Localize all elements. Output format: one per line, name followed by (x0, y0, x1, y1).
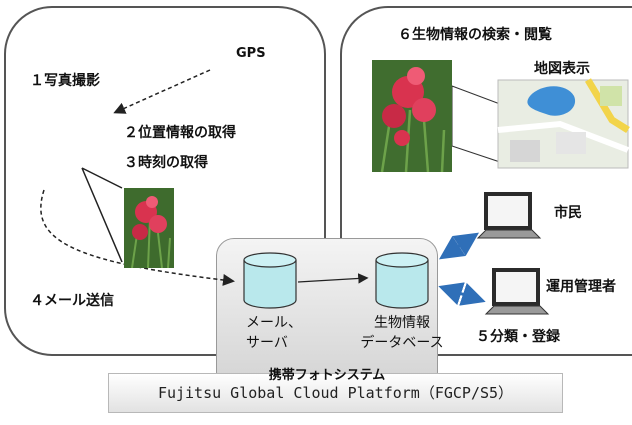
step-search-browse: ６生物情報の検索・閲覧 (398, 27, 552, 43)
cylinder-icon (375, 252, 429, 309)
cylinder-icon (243, 252, 297, 309)
cloud-platform-bar: Fujitsu Global Cloud Platform（FGCP/S5） (108, 373, 563, 413)
flower-photo-icon (372, 60, 452, 172)
citizen-label: 市民 (554, 205, 582, 221)
step-classify-register: ５分類・登録 (476, 329, 560, 345)
citizen-link-arrow (439, 232, 479, 260)
laptop-icon (484, 268, 550, 315)
mail-send-arrow (40, 189, 235, 286)
map-callout-bubble (451, 85, 501, 163)
server-to-db-arrow (297, 273, 369, 284)
step-take-photo: １写真撮影 (30, 73, 100, 89)
map-icon (497, 78, 630, 169)
step-get-location: ２位置情報の取得 (124, 125, 236, 141)
gps-label: GPS (236, 46, 266, 61)
mail-server-label: メール、 サーバ (246, 315, 302, 351)
step-send-mail: ４メール送信 (30, 293, 114, 309)
admin-label: 運用管理者 (546, 279, 616, 295)
map-display-label: 地図表示 (534, 61, 590, 77)
laptop-icon (476, 192, 542, 239)
flower-photo-icon (124, 188, 174, 268)
step-get-time: ３時刻の取得 (124, 155, 208, 171)
mobile-photo-system-label: 携帯フォトシステム (268, 368, 386, 383)
photo-callout-lines (81, 167, 123, 263)
database-label: 生物情報 データベース (360, 315, 444, 351)
admin-link-arrow (438, 282, 486, 306)
gps-signal-arrow (113, 69, 211, 114)
